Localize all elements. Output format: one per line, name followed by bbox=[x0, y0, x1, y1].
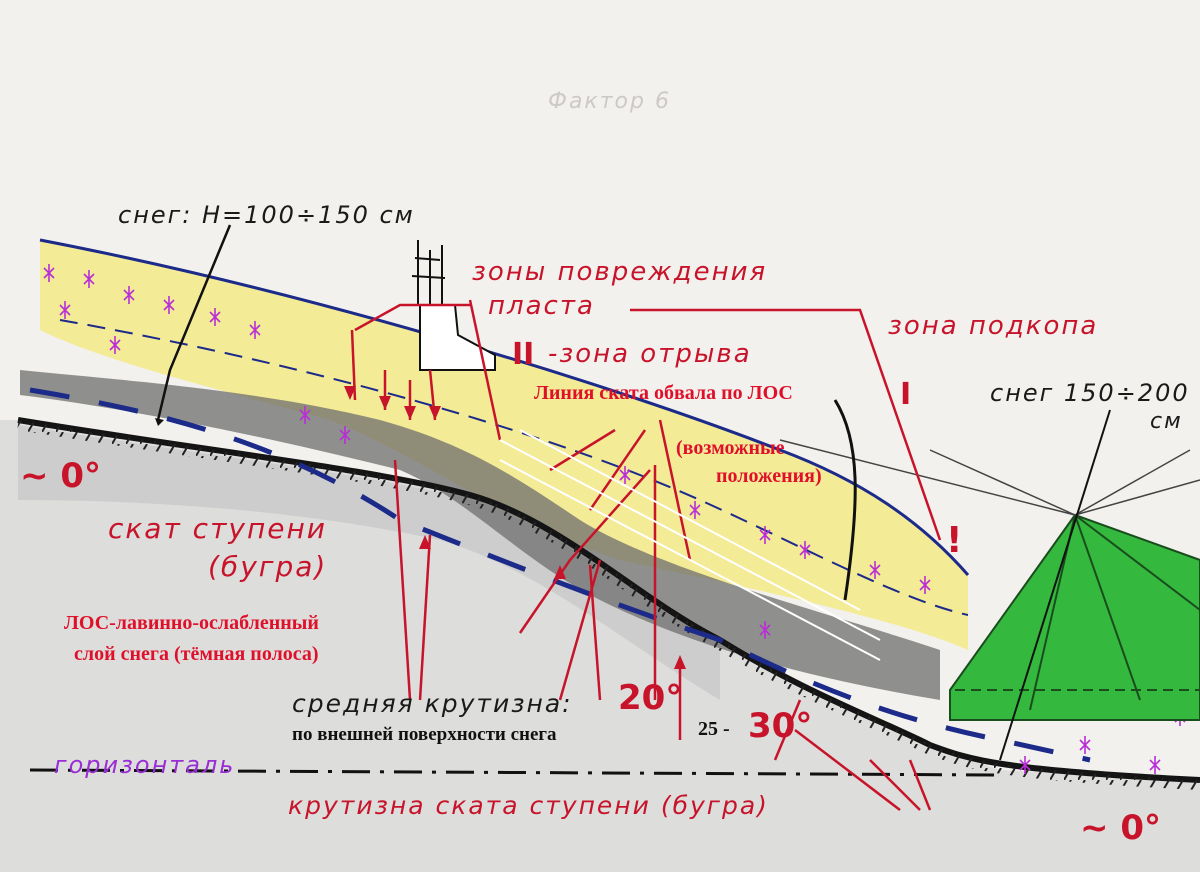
los-definition-line1: ЛОС-лавинно-ослабленный bbox=[64, 612, 319, 634]
zero-deg-right: ~ 0° bbox=[1080, 808, 1161, 848]
tent-depth-pointer bbox=[999, 409, 1111, 761]
undercut-zone-label: зона подкопа bbox=[888, 311, 1099, 341]
step-steepness-label: крутизна ската ступени (бугра) bbox=[288, 791, 769, 820]
red-leaders bbox=[350, 299, 942, 811]
step-slope-label-line2: (бугра) bbox=[208, 550, 328, 583]
damage-zones-label-line2: пласта bbox=[488, 291, 595, 321]
damage-zones-label-line1: зоны повреждения bbox=[472, 257, 768, 287]
zero-deg-left: ~ 0° bbox=[20, 456, 101, 496]
snow-depth-right-line1: снег 150÷200 bbox=[990, 379, 1190, 407]
cut-line bbox=[833, 399, 857, 601]
tear-zone-numeral: II bbox=[512, 337, 535, 372]
snow-depth-top-label: снег: H=100÷150 см bbox=[118, 201, 415, 229]
snow-layer bbox=[40, 240, 968, 650]
steepness-range-prefix: 25 - bbox=[698, 718, 730, 740]
collapse-line-label: Линия ската обвала по ЛОС bbox=[534, 382, 793, 404]
possible-positions-line2: положения) bbox=[716, 465, 822, 487]
los-definition-line2: слой снега (тёмная полоса) bbox=[74, 643, 319, 665]
snow-depth-pointer bbox=[156, 224, 232, 421]
ground-shading-dark bbox=[18, 425, 720, 700]
snow-surface-line bbox=[39, 238, 970, 576]
mean-steepness-angle: 20° bbox=[618, 678, 683, 718]
exclamation-mark: ! bbox=[946, 520, 963, 561]
faint-caption: Фактор 6 bbox=[548, 89, 671, 114]
mean-steepness-label: средняя крутизна: bbox=[292, 689, 573, 718]
steepness-range-angle: 30° bbox=[748, 706, 813, 746]
zone-one-numeral: I bbox=[900, 377, 912, 412]
possible-slide-lines bbox=[499, 429, 881, 661]
arrow-heads bbox=[344, 386, 686, 669]
snowflake-markers bbox=[43, 264, 1186, 774]
by-surface-label: по внешней поверхности снега bbox=[292, 724, 557, 745]
horizontal-label: горизонталь bbox=[54, 751, 236, 779]
horizontal-line bbox=[29, 768, 1001, 777]
tear-zone-label: -зона отрыва bbox=[548, 339, 752, 369]
step-slope-label-line1: скат ступени bbox=[108, 512, 327, 545]
los-layer bbox=[20, 370, 940, 700]
snow-dashed-line bbox=[59, 319, 969, 616]
snow-depth-right-line2: см bbox=[1150, 409, 1183, 434]
possible-positions-line1: (возможные bbox=[676, 437, 785, 459]
ground-shading bbox=[0, 420, 1200, 872]
